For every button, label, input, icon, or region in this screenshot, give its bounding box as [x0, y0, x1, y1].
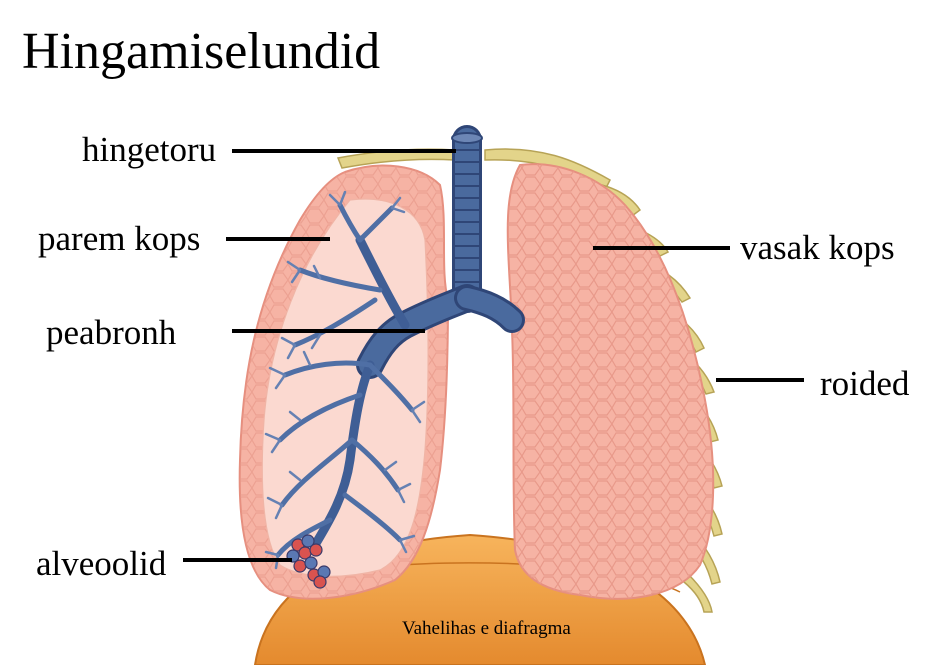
label-ribs: roided	[820, 364, 910, 403]
label-alveoli: alveoolid	[36, 544, 167, 583]
label-right-lung: parem kops	[38, 219, 201, 258]
diagram-title: Hingamiselundid	[22, 23, 381, 80]
label-trachea: hingetoru	[82, 130, 217, 169]
alveoli-cluster	[286, 534, 331, 589]
right-lung	[238, 164, 450, 600]
label-diaphragm: Vahelihas e diafragma	[402, 618, 571, 639]
label-main-bronchus: peabronh	[46, 313, 177, 352]
airway-tree	[264, 125, 525, 570]
left-lung	[506, 163, 715, 600]
label-left-lung: vasak kops	[740, 228, 895, 267]
leader-lines	[183, 149, 804, 562]
